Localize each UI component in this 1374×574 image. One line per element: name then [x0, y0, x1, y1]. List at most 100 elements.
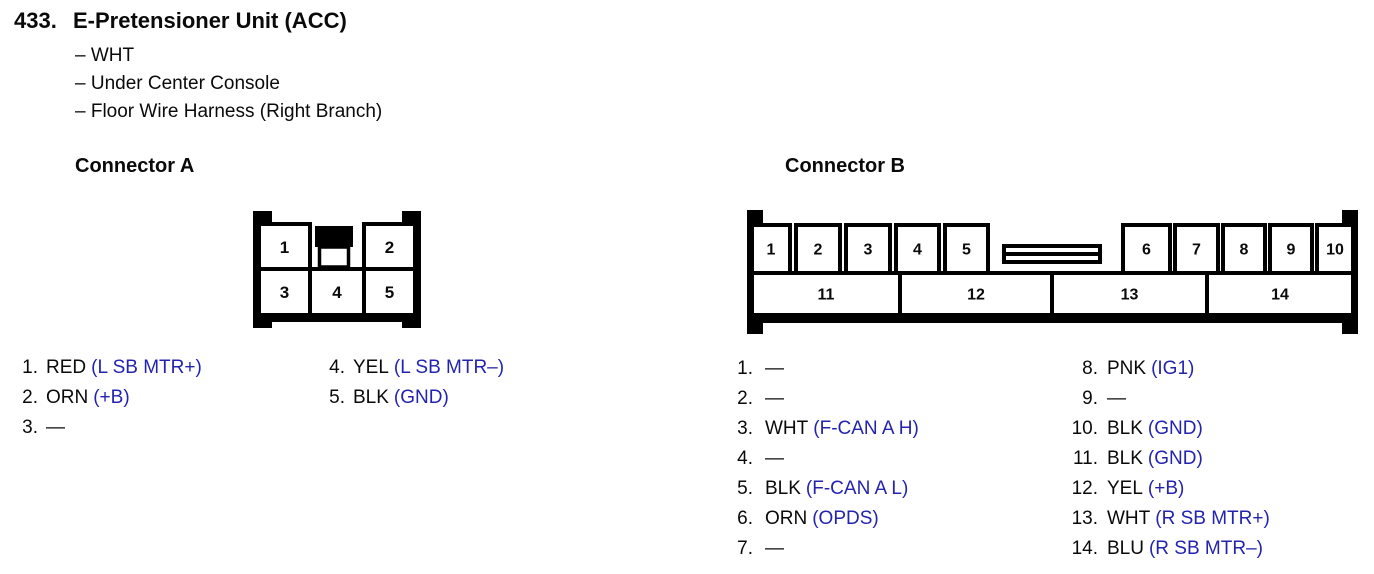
pin-wire-color: BLK [1107, 448, 1143, 469]
pin-signal: (L SB MTR+) [91, 357, 202, 378]
pin-signal: (GND) [1147, 418, 1203, 439]
cavity-number: 8 [1240, 242, 1249, 259]
pin-wire-color: BLK [1107, 418, 1143, 439]
page-title-row: 433. E-Pretensioner Unit (ACC) [14, 8, 347, 34]
pin-number: 3. [22, 417, 38, 438]
pin-row: 1. — [728, 354, 919, 384]
pin-row: 14. BLU(R SB MTR–) [1056, 534, 1270, 564]
connector-a-pin-list-col2: 4. YEL(L SB MTR–) 5. BLK(GND) [318, 353, 504, 413]
pin-number: 5. [737, 478, 753, 499]
pin-wire-color: PNK [1107, 358, 1147, 379]
pin-row: 12. YEL(+B) [1056, 474, 1270, 504]
connector-b-pin-list-col2: 8.PNK(IG1) 9.— 10.BLK(GND) 11.BLK(GND) 1… [1056, 354, 1270, 564]
cavity-number: 6 [1142, 242, 1151, 259]
pin-row: 7. — [728, 534, 919, 564]
cavity-number: 2 [814, 242, 823, 259]
cavity-number: 13 [1121, 287, 1139, 304]
cavity-box [1315, 223, 1355, 275]
connector-b-diagram: 1 2 3 4 5 6 7 8 9 10 11 12 13 14 [747, 210, 1358, 334]
pin-row: 2.ORN(+B) [12, 383, 202, 413]
connector-a-pin-list-col1: 1. RED(L SB MTR+) 2.ORN(+B) 3. — [12, 353, 202, 443]
cavity-number: 14 [1271, 287, 1289, 304]
pin-number: 4. [737, 448, 753, 469]
cavity-number: 5 [962, 242, 971, 259]
cavity-number: 1 [767, 242, 776, 259]
cavity-number: 12 [967, 287, 985, 304]
pin-row: 2.— [728, 384, 919, 414]
pin-wire-color: — [765, 448, 784, 469]
cavity-number: 10 [1326, 242, 1344, 259]
page-title: E-Pretensioner Unit (ACC) [73, 8, 347, 33]
pin-wire-color: YEL [353, 357, 389, 378]
pin-row: 13. WHT(R SB MTR+) [1056, 504, 1270, 534]
pin-wire-color: WHT [1107, 508, 1151, 529]
pin-row: 11. BLK(GND) [1056, 444, 1270, 474]
pin-row: 6.ORN(OPDS) [728, 504, 919, 534]
pin-row: 5. BLK(GND) [318, 383, 504, 413]
pin-wire-color: RED [46, 357, 87, 378]
pin-number: 11. [1072, 448, 1098, 469]
pin-number: 3. [737, 418, 753, 439]
pin-number: 5. [329, 387, 345, 408]
pin-number: 1. [22, 357, 38, 378]
pin-wire-color: WHT [765, 418, 809, 439]
pin-row: 9.— [1056, 384, 1270, 414]
pin-number: 4. [329, 357, 345, 378]
pin-wire-color: — [46, 417, 65, 438]
pin-row: 8.PNK(IG1) [1056, 354, 1270, 384]
pin-signal: (F-CAN A H) [813, 418, 919, 439]
pin-number: 6. [737, 508, 753, 529]
pin-row: 4. — [728, 444, 919, 474]
key-slot [317, 245, 351, 269]
cavity-number: 7 [1192, 242, 1201, 259]
pin-signal: (GND) [1147, 448, 1203, 469]
pin-number: 2. [22, 387, 38, 408]
pin-wire-color: BLU [1107, 538, 1144, 559]
pin-signal: (GND) [393, 387, 449, 408]
cavity-number: 3 [864, 242, 873, 259]
pin-signal: (+B) [1147, 478, 1185, 499]
section-number: 433. [14, 8, 57, 33]
pin-signal: (+B) [93, 387, 130, 408]
cavity-number: 2 [385, 238, 394, 257]
pin-wire-color: BLK [765, 478, 801, 499]
pin-row: 1. RED(L SB MTR+) [12, 353, 202, 383]
pin-signal: (F-CAN A L) [805, 478, 909, 499]
pin-number: 1. [737, 358, 753, 379]
pin-wire-color: — [1107, 388, 1126, 409]
pin-row: 10.BLK(GND) [1056, 414, 1270, 444]
cavity-number: 9 [1287, 242, 1296, 259]
pin-row: 3. WHT(F-CAN A H) [728, 414, 919, 444]
pin-row: 4. YEL(L SB MTR–) [318, 353, 504, 383]
pin-signal: (OPDS) [812, 508, 879, 529]
pin-wire-color: — [765, 538, 784, 559]
detail-line: – Under Center Console [75, 73, 280, 94]
cavity-number: 1 [280, 238, 289, 257]
pin-number: 2. [737, 388, 753, 409]
pin-signal: (R SB MTR+) [1155, 508, 1270, 529]
connector-a-diagram: 1 2 3 4 5 [253, 211, 421, 328]
connector-details: – WHT – Under Center Console – Floor Wir… [75, 42, 382, 126]
pin-number: 7. [737, 538, 753, 559]
pin-number: 8. [1082, 358, 1098, 379]
cavity-number: 11 [818, 287, 835, 304]
pin-number: 14. [1071, 538, 1098, 559]
pin-row: 5. BLK(F-CAN A L) [728, 474, 919, 504]
connector-b-heading: Connector B [785, 155, 905, 177]
pin-number: 12. [1071, 478, 1098, 499]
pin-number: 13. [1071, 508, 1098, 529]
pin-signal: (R SB MTR–) [1148, 538, 1263, 559]
pin-wire-color: YEL [1107, 478, 1143, 499]
cavity-box [794, 223, 842, 275]
pin-wire-color: BLK [353, 387, 389, 408]
bottom-row-box [257, 267, 417, 317]
cavity-number: 4 [332, 283, 342, 302]
cavity-number: 5 [385, 283, 394, 302]
cavity-number: 4 [913, 242, 922, 259]
detail-line: – WHT [75, 45, 135, 66]
cavity-number: 3 [280, 283, 289, 302]
connector-b-pin-list-col1: 1.— 2.— 3.WHT(F-CAN A H) 4.— 5.BLK(F-CAN… [728, 354, 919, 564]
pin-wire-color: — [765, 358, 784, 379]
pin-signal: (L SB MTR–) [393, 357, 505, 378]
key-notch [315, 226, 353, 247]
